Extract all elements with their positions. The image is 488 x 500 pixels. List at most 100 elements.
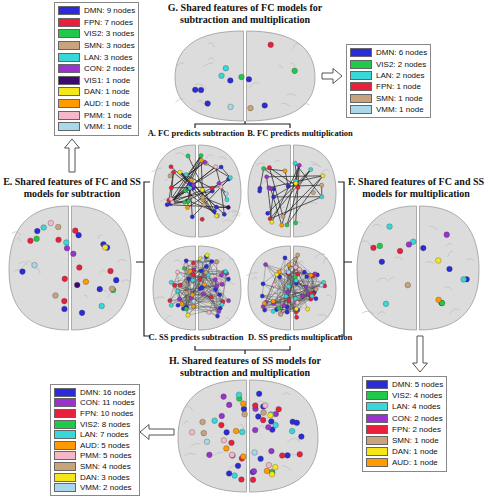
legend-swatch bbox=[366, 458, 388, 467]
network-node-dot bbox=[262, 166, 266, 170]
connection-lines bbox=[170, 255, 229, 316]
network-node-dot bbox=[210, 186, 214, 190]
gyrus-line bbox=[311, 161, 320, 166]
gyrus-line bbox=[12, 232, 21, 235]
gyrus-line bbox=[165, 315, 171, 319]
connection-line bbox=[169, 172, 174, 200]
left-hemisphere bbox=[357, 206, 417, 330]
network-node-dot bbox=[272, 283, 276, 287]
network-node-dot bbox=[228, 104, 234, 110]
network-node-dot bbox=[305, 275, 309, 279]
network-node-dot bbox=[221, 394, 227, 400]
network-node-dot bbox=[201, 430, 207, 436]
legend-row: VMM: 1 node bbox=[58, 121, 135, 133]
network-node-dot bbox=[62, 276, 68, 282]
network-node-dot bbox=[294, 181, 298, 185]
network-node-dot bbox=[294, 221, 298, 225]
legend-row: AUD: 1 node bbox=[366, 457, 443, 468]
network-node-dot bbox=[184, 259, 188, 263]
legend-swatch bbox=[54, 398, 76, 407]
network-node-dot bbox=[271, 195, 275, 199]
top-bracket bbox=[195, 121, 290, 128]
gyrus-line bbox=[17, 238, 21, 242]
network-node-dot bbox=[83, 279, 89, 285]
network-node-dot bbox=[287, 299, 291, 303]
network-node-dot bbox=[270, 220, 274, 224]
panel-brackets bbox=[136, 121, 352, 354]
network-node-dot bbox=[246, 77, 252, 83]
network-node-dot bbox=[387, 224, 393, 230]
network-node-dot bbox=[297, 267, 301, 271]
legend-swatch bbox=[366, 414, 388, 423]
connection-line bbox=[183, 262, 211, 309]
network-node-dot bbox=[62, 306, 68, 312]
gyrus-line bbox=[232, 212, 241, 214]
network-node-dot bbox=[192, 87, 198, 93]
gyrus-line bbox=[429, 226, 438, 230]
network-node-dot bbox=[221, 438, 227, 444]
network-node-dot bbox=[258, 456, 264, 462]
network-node-dot bbox=[271, 309, 275, 313]
legend-row: SMN: 3 nodes bbox=[58, 40, 135, 52]
legend-swatch bbox=[366, 402, 388, 411]
network-node-dot bbox=[321, 174, 325, 178]
legend-row: VIS2: 4 nodes bbox=[366, 390, 443, 401]
gyrus-line bbox=[301, 104, 310, 108]
panel-label: G. Shared features of FC models for subt… bbox=[150, 2, 340, 25]
network-node-dot bbox=[77, 265, 83, 271]
bottom-bracket bbox=[195, 346, 290, 354]
network-node-dot bbox=[223, 65, 229, 71]
gyrus-line bbox=[449, 309, 459, 314]
network-node-dot bbox=[63, 240, 69, 246]
legend-label: AUD: 5 nodes bbox=[80, 441, 130, 450]
network-node-dot bbox=[201, 195, 205, 199]
network-node-dot bbox=[113, 277, 119, 283]
network-node-dot bbox=[201, 258, 205, 262]
network-node-dot bbox=[188, 269, 192, 273]
network-node-dot bbox=[310, 294, 314, 298]
legend-swatch bbox=[58, 29, 80, 38]
connection-line bbox=[268, 170, 311, 214]
connection-lines bbox=[167, 156, 230, 217]
brain-top-view bbox=[151, 145, 241, 237]
gyrus-line bbox=[226, 281, 235, 284]
network-node-dot bbox=[293, 296, 297, 300]
network-node-dot bbox=[185, 205, 189, 209]
connection-line bbox=[188, 188, 190, 207]
network-node-dot bbox=[383, 301, 389, 307]
left-hemisphere bbox=[9, 206, 69, 330]
legend-swatch bbox=[366, 447, 388, 456]
network-node-dot bbox=[309, 273, 313, 277]
gyrus-line bbox=[100, 270, 105, 273]
connection-line bbox=[186, 309, 209, 312]
network-node-dot bbox=[199, 154, 203, 158]
network-node-dot bbox=[371, 245, 377, 251]
gyrus-line bbox=[293, 43, 299, 49]
gyrus-line bbox=[176, 98, 184, 102]
network-node-dot bbox=[260, 294, 264, 298]
right-hemisphere bbox=[250, 380, 319, 492]
legend-swatch bbox=[350, 105, 372, 114]
network-node-dot bbox=[299, 434, 305, 440]
network-node-dot bbox=[273, 422, 279, 428]
legend-swatch bbox=[58, 18, 80, 27]
network-node-dot bbox=[239, 429, 245, 435]
network-node-dot bbox=[286, 270, 290, 274]
gyrus-line bbox=[186, 406, 193, 411]
network-node-dot bbox=[176, 303, 180, 307]
gyrus-line bbox=[232, 214, 240, 217]
gyrus-line bbox=[377, 278, 387, 280]
gyrus-line bbox=[36, 268, 41, 273]
network-node-dot bbox=[294, 278, 298, 282]
network-node-dot bbox=[264, 468, 270, 474]
network-node-dot bbox=[177, 297, 181, 301]
network-node-dot bbox=[214, 205, 218, 209]
gyrus-line bbox=[173, 278, 180, 282]
network-node-dot bbox=[314, 297, 318, 301]
network-node-dot bbox=[281, 214, 285, 218]
network-node-dot bbox=[279, 453, 285, 459]
network-node-dot bbox=[204, 264, 208, 268]
network-node-dot bbox=[256, 391, 262, 397]
connection-line bbox=[178, 272, 220, 280]
legend-row: SMN: 1 node bbox=[350, 93, 427, 104]
